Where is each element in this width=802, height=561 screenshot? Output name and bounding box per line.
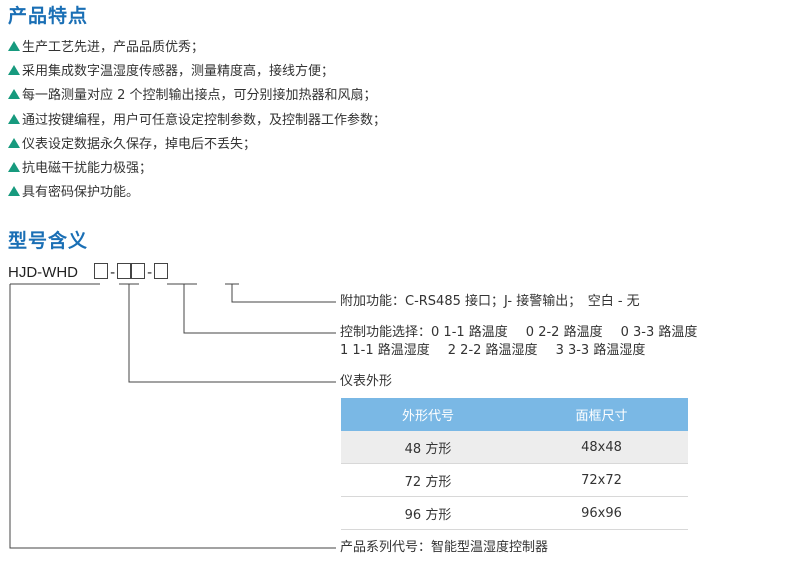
control-option: 3 3-3 路温湿度: [555, 343, 646, 358]
feature-item: 抗电磁干扰能力极强；: [8, 157, 386, 181]
control-code-box-1: [117, 263, 132, 279]
triangle-bullet-icon: [8, 89, 20, 100]
control-option: 0 1-1 路温度: [431, 325, 508, 340]
model-heading: 型号含义: [8, 230, 89, 252]
extra-function-desc: 附加功能：C-RS485 接口；J- 接警输出； 空白 - 无: [340, 294, 640, 309]
separator-1: -: [110, 264, 116, 281]
feature-text: 生产工艺先进，产品品质优秀；: [22, 40, 205, 55]
feature-item: 生产工艺先进，产品品质优秀；: [8, 36, 386, 60]
table-row: 72 方形 72x72: [341, 463, 688, 497]
extra-leader: [231, 284, 336, 303]
feature-item: 具有密码保护功能。: [8, 181, 386, 205]
triangle-bullet-icon: [8, 113, 20, 124]
feature-item: 采用集成数字温湿度传感器，测量精度高，接线方便；: [8, 60, 386, 84]
control-option: 0 2-2 路温度: [525, 325, 603, 340]
control-option: 2 2-2 路温湿度: [447, 343, 538, 358]
control-code-box-2: [131, 263, 146, 279]
model-code: HJD-WHD - -: [8, 263, 169, 282]
feature-text: 抗电磁干扰能力极强；: [22, 160, 153, 176]
control-leader: [183, 284, 336, 334]
feature-text: 采用集成数字温湿度传感器，测量精度高，接线方便；: [22, 64, 335, 80]
triangle-bullet-icon: [8, 65, 20, 76]
shape-table: 外形代号 面框尺寸 48 方形 48x48 72 方形 72x72 96 方形 …: [341, 398, 688, 530]
table-cell: 72 方形: [341, 463, 515, 497]
control-option: 1 1-1 路温湿度: [340, 343, 430, 358]
shape-code-box: [94, 263, 109, 279]
separator-2: -: [147, 264, 153, 281]
shape-desc: 仪表外形: [340, 374, 393, 389]
control-option: 0 3-3 路温度: [620, 325, 698, 340]
feature-item: 通过按键编程，用户可任意设定控制参数，及控制器工作参数；: [8, 109, 386, 133]
table-row: 96 方形 96x96: [341, 496, 688, 530]
feature-text: 通过按键编程，用户可任意设定控制参数，及控制器工作参数；: [22, 112, 387, 128]
feature-text: 仪表设定数据永久保存，掉电后不丢失；: [22, 136, 257, 152]
triangle-bullet-icon: [8, 137, 20, 148]
table-header: 外形代号: [341, 398, 515, 431]
triangle-bullet-icon: [8, 161, 20, 172]
control-prefix: 控制功能选择：: [340, 325, 432, 340]
table-header: 面框尺寸: [515, 398, 688, 431]
triangle-bullet-icon: [8, 186, 20, 197]
control-function-desc-line2: 1 1-1 路温湿度 2 2-2 路温湿度 3 3-3 路温湿度: [340, 342, 645, 360]
feature-item: 每一路测量对应 2 个控制输出接点，可分别接加热器和风扇；: [8, 84, 386, 108]
table-cell: 96 方形: [341, 496, 515, 530]
feature-text: 每一路测量对应 2 个控制输出接点，可分别接加热器和风扇；: [22, 88, 377, 104]
features-heading: 产品特点: [8, 5, 89, 27]
model-prefix: HJD-WHD: [8, 264, 78, 281]
extra-code-box: [154, 263, 169, 279]
table-cell: 48 方形: [341, 431, 515, 464]
feature-list: 生产工艺先进，产品品质优秀； 采用集成数字温湿度传感器，测量精度高，接线方便； …: [8, 36, 386, 205]
series-desc: 产品系列代号：智能型温湿度控制器: [340, 540, 549, 555]
feature-item: 仪表设定数据永久保存，掉电后不丢失；: [8, 133, 386, 157]
series-leader: [9, 284, 336, 549]
table-cell: 48x48: [515, 431, 688, 464]
shape-leader: [128, 284, 336, 383]
table-cell: 96x96: [515, 496, 688, 530]
feature-text: 具有密码保护功能。: [22, 185, 140, 201]
triangle-bullet-icon: [8, 41, 20, 51]
table-header-row: 外形代号 面框尺寸: [341, 398, 688, 431]
table-row: 48 方形 48x48: [341, 431, 688, 464]
table-cell: 72x72: [515, 463, 688, 497]
control-function-desc: 控制功能选择：0 1-1 路温度 0 2-2 路温度 0 3-3 路温度: [340, 324, 697, 342]
